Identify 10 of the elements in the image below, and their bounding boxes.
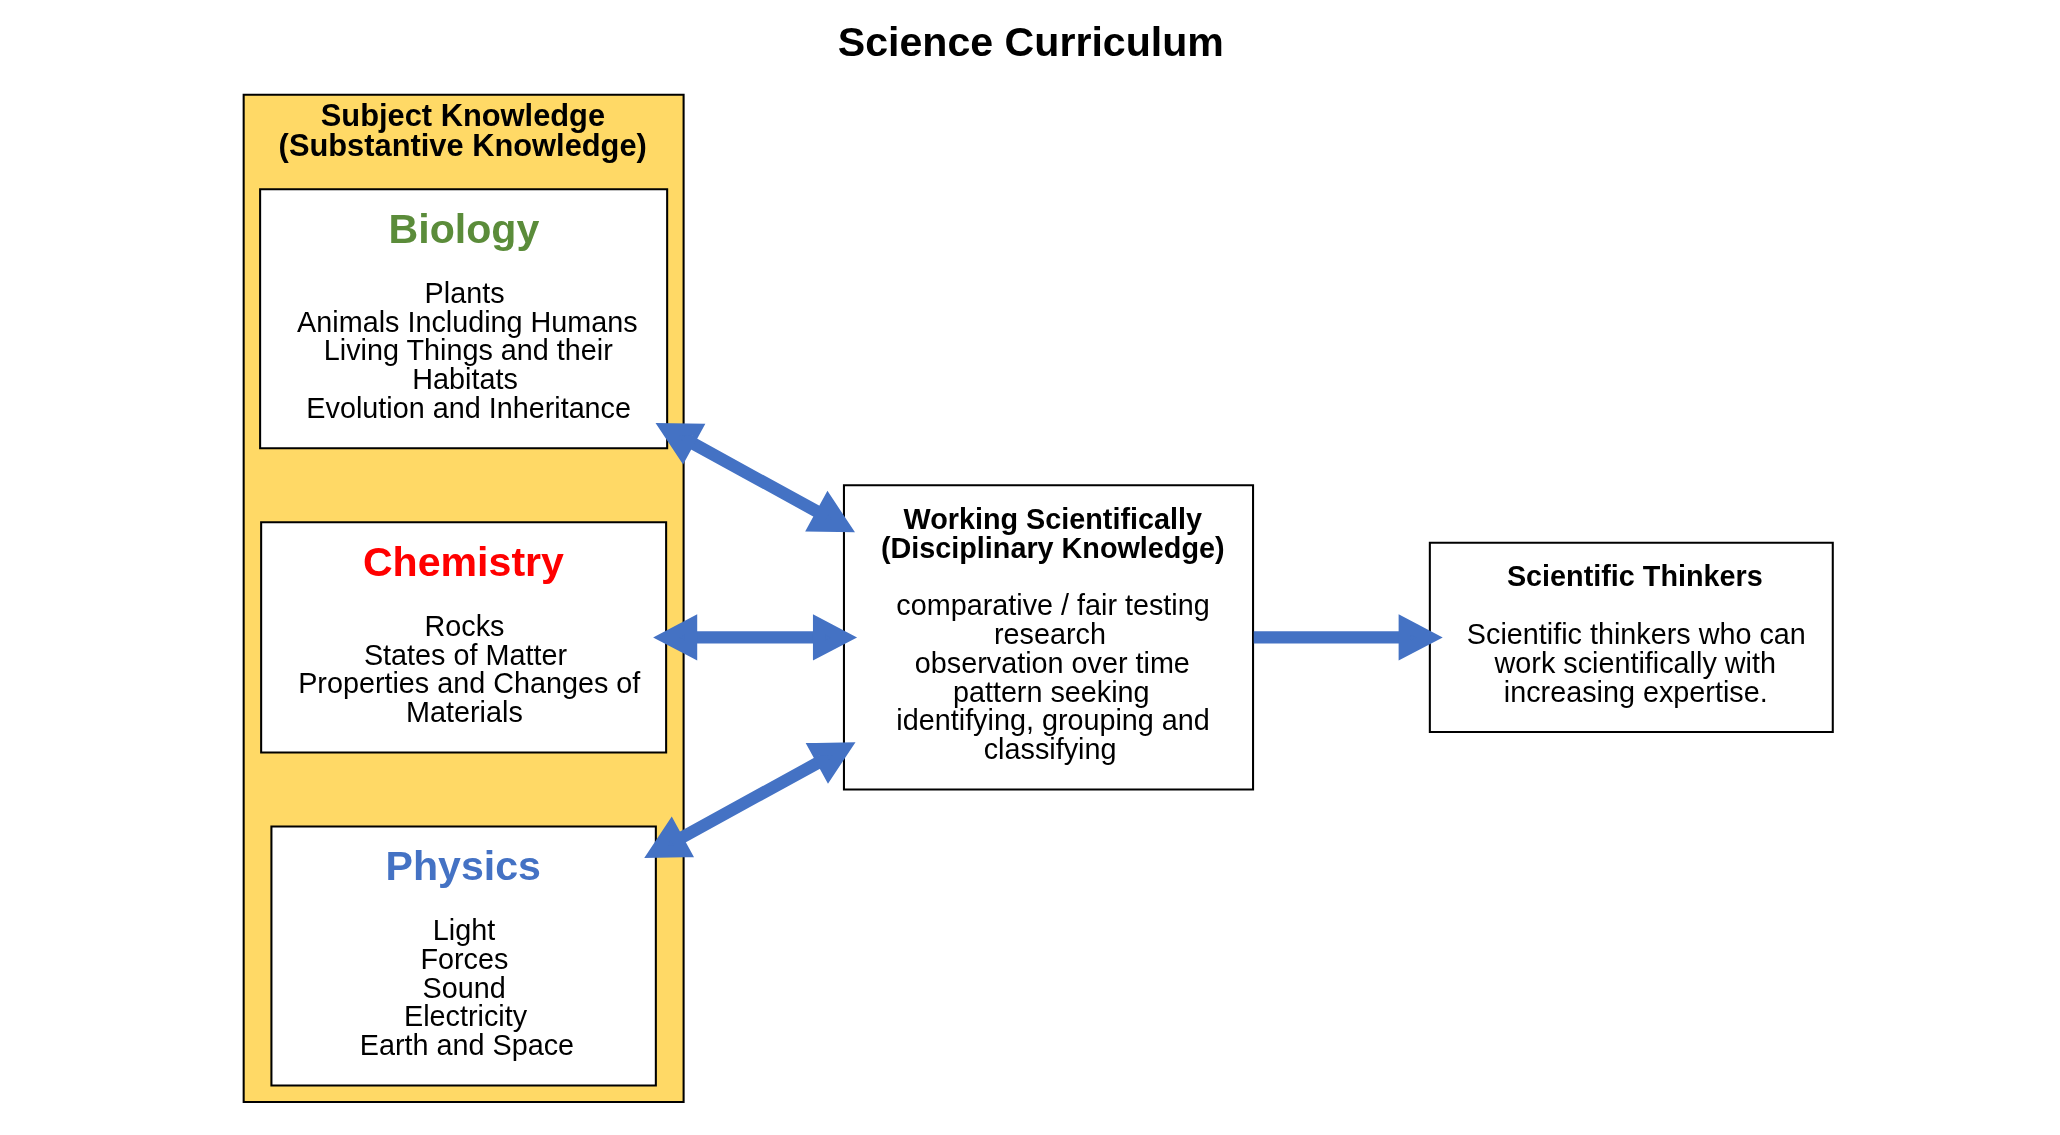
- diagram-title: Science Curriculum: [837, 18, 1224, 65]
- arrow: [653, 614, 858, 661]
- node-box: Working Scientifically (Disciplinary Knowledge) comparative / fair testing research observation over time pattern seeking identifying, grouping and classifying: [842, 484, 1255, 791]
- arrow: [655, 422, 855, 533]
- arrow: [1253, 614, 1443, 661]
- node-box: Scientific Thinkers Scientific thinkers who can work scientifically with increasing expertise.: [1428, 541, 1834, 733]
- arrow: [644, 742, 856, 859]
- node-box: Physics Light Forces Sound Electricity Earth and Space: [270, 825, 657, 1087]
- node-box: Biology Plants Animals Including Humans Living Things and their Habitats Evolution and Inheritance: [259, 188, 669, 450]
- node-box: Chemistry Rocks States of Matter Properties and Changes of Materials: [260, 521, 668, 754]
